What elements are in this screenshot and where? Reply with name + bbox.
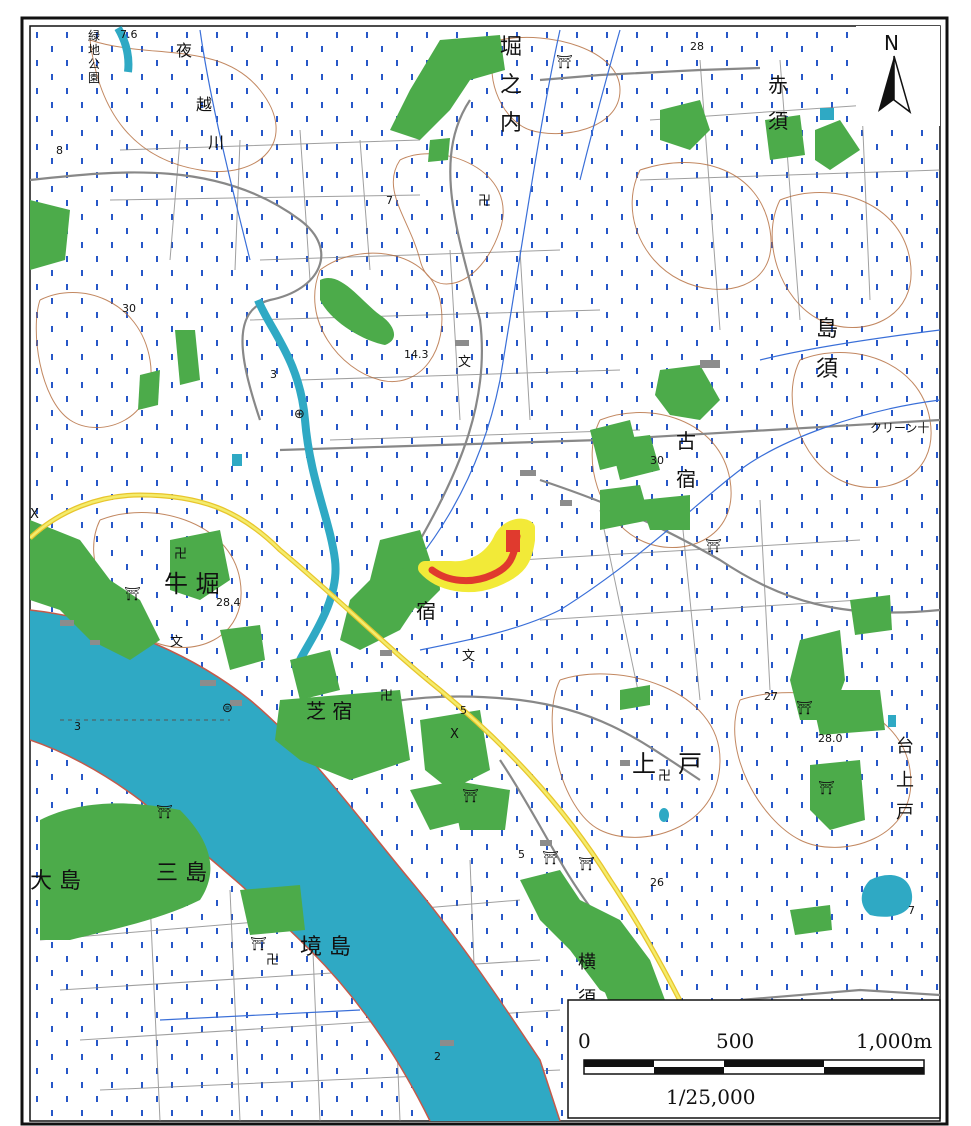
svg-text:卍: 卍 <box>380 689 393 704</box>
scale-bar-graphic <box>583 1059 925 1075</box>
elevation: 3 <box>74 720 81 733</box>
elevation: 28.4 <box>216 596 241 609</box>
park-pond <box>114 26 133 73</box>
elevation: 30 <box>650 454 664 467</box>
svg-text:文: 文 <box>462 649 475 664</box>
canal <box>254 298 340 662</box>
place-names: 堀 之 内 赤 須 島 須 古 宿 牛 堀 宿 芝 宿 上 戸 台 上 戸 三 … <box>30 28 929 1023</box>
svg-text:⛩: ⛩ <box>556 54 573 70</box>
map-symbols: ⛩ 卍 文 ⊕ 卍 ⛩ 文 ⊜ 卍 文 X ⛩ ⛩ 卍 ⛩ ⛩ ⛩ ⛩ ⛩ 卍 … <box>30 54 835 968</box>
park-label-2: 地 <box>88 43 100 57</box>
scale-ratio: 1/25,000 <box>666 1085 755 1109</box>
river-bank-south <box>30 739 431 1121</box>
svg-text:文: 文 <box>170 635 183 650</box>
svg-text:卍: 卍 <box>658 769 671 784</box>
highlighted-site <box>428 532 521 585</box>
elevation: 28 <box>690 40 704 53</box>
place-shibajuku: 芝 宿 <box>306 699 352 723</box>
river-label-yagoshi-1: 夜 <box>176 41 192 60</box>
place-ushibori: 牛 堀 <box>164 570 220 598</box>
facility-cleaner: クリーン十 <box>870 421 929 435</box>
svg-text:⛩: ⛩ <box>578 856 595 872</box>
main-river <box>30 610 560 1121</box>
place-akasu-2: 須 <box>768 109 788 133</box>
place-shimasu-1: 島 <box>816 317 838 342</box>
place-horinouchi-2: 之 <box>500 73 522 98</box>
pond-small <box>888 715 896 727</box>
scale-tick-1000: 1,000m <box>856 1029 932 1053</box>
place-furujuku-2: 宿 <box>676 467 696 491</box>
svg-text:⛩: ⛩ <box>250 936 267 952</box>
north-arrow: N <box>856 26 940 126</box>
elevation: 5 <box>518 848 525 861</box>
svg-text:卍: 卍 <box>174 547 187 562</box>
scale-tick-0: 0 <box>578 1029 591 1053</box>
place-kamido-1: 上 <box>632 750 656 778</box>
elevation-labels: 7.6 28 8 7 30 14.3 3 30 28.4 5 3 5 27 28… <box>56 28 915 1063</box>
svg-text:X: X <box>450 727 459 742</box>
svg-text:文: 文 <box>458 355 471 370</box>
place-mishima: 三 島 <box>156 861 207 886</box>
elevation: 5 <box>460 704 467 717</box>
place-sakaijima: 境 島 <box>300 935 351 960</box>
place-oshima: 大 島 <box>30 869 81 894</box>
pond-small <box>820 108 834 120</box>
place-furujuku-1: 古 <box>676 429 696 453</box>
pond <box>861 875 913 917</box>
place-daikamido-3: 戸 <box>896 802 914 823</box>
park-label-3: 公 <box>88 57 100 71</box>
svg-text:X: X <box>30 507 39 522</box>
elevation: 7 <box>908 904 915 917</box>
river-bank-north <box>30 609 561 1121</box>
svg-text:卍: 卍 <box>266 953 279 968</box>
elevation: 3 <box>270 368 277 381</box>
svg-text:⛩: ⛩ <box>796 700 813 716</box>
scale-tick-500: 500 <box>716 1029 754 1053</box>
svg-text:⛩: ⛩ <box>705 538 722 554</box>
park-label-4: 園 <box>88 71 100 85</box>
svg-text:⛩: ⛩ <box>818 780 835 796</box>
place-daikamido-1: 台 <box>896 736 914 757</box>
elevation: 8 <box>56 144 63 157</box>
place-shimasu-2: 須 <box>816 357 838 382</box>
svg-text:⛩: ⛩ <box>542 850 559 866</box>
place-daikamido-2: 上 <box>896 770 914 791</box>
scale-bar: 0 500 1,000m 1/25,000 <box>567 999 941 1119</box>
pond-small <box>232 454 242 466</box>
place-kamido-2: 戸 <box>678 750 702 778</box>
place-yokosu-1: 横 <box>578 952 596 973</box>
svg-text:⛩: ⛩ <box>462 788 479 804</box>
place-juku: 宿 <box>416 599 436 623</box>
elevation: 30 <box>122 302 136 315</box>
park-label-1: 緑 <box>88 28 100 43</box>
forest-areas <box>30 35 892 1030</box>
elevation: 28.0 <box>818 732 843 745</box>
river-label-yagoshi-3: 川 <box>208 133 224 152</box>
elevation: 14.3 <box>404 348 429 361</box>
north-label: N <box>884 31 899 55</box>
svg-text:⊕: ⊕ <box>294 407 305 422</box>
place-akasu-1: 赤 <box>768 73 788 97</box>
elevation: 27 <box>764 690 778 703</box>
svg-text:卍: 卍 <box>478 194 491 209</box>
elevation: 2 <box>434 1050 441 1063</box>
elevation: 26 <box>650 876 664 889</box>
elevation: 7.6 <box>120 28 138 41</box>
svg-text:⛩: ⛩ <box>124 586 141 602</box>
svg-text:⛩: ⛩ <box>156 804 173 820</box>
river-label-yagoshi-2: 越 <box>196 95 212 114</box>
place-horinouchi-1: 堀 <box>500 35 522 60</box>
place-horinouchi-3: 内 <box>500 111 522 136</box>
pond-small <box>659 808 669 822</box>
elevation: 7 <box>386 194 393 207</box>
svg-text:⊜: ⊜ <box>222 701 233 716</box>
